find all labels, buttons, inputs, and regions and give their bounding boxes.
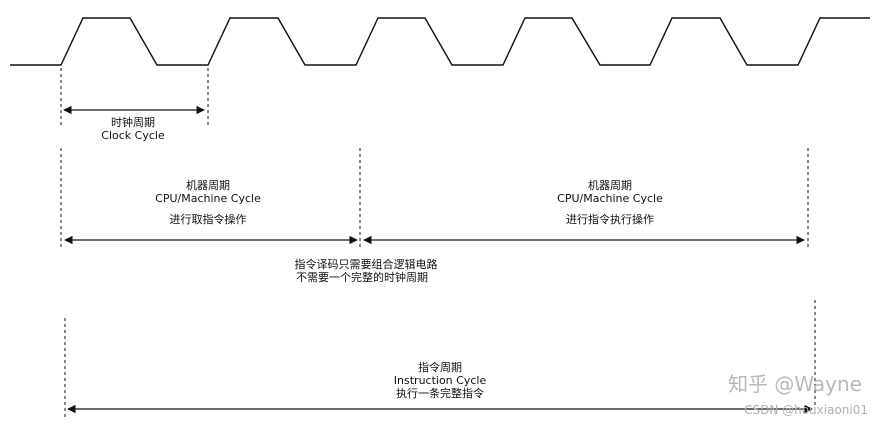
csdn-watermark: CSDN @houxiaoni01	[744, 403, 868, 417]
zhihu-watermark: 知乎 @Wayne	[728, 372, 862, 396]
machine-cycle-2-title-cn: 机器周期	[588, 178, 632, 192]
instruction-cycle-title-cn: 指令周期	[418, 360, 462, 374]
clock-waveform	[10, 17, 870, 66]
decode-note-line1: 指令译码只需要组合逻辑电路	[295, 257, 438, 271]
machine-cycle-1-action: 进行取指令操作	[170, 212, 247, 226]
machine-cycle-2-action: 进行指令执行操作	[566, 212, 654, 226]
clock-cycle-label-en: Clock Cycle	[101, 129, 165, 142]
machine-cycle-1-title-en: CPU/Machine Cycle	[155, 192, 261, 205]
instruction-cycle-title-en: Instruction Cycle	[394, 374, 487, 387]
decode-note-line2: 不需要一个完整的时钟周期	[296, 270, 428, 284]
instruction-cycle-desc: 执行一条完整指令	[396, 386, 484, 400]
machine-cycle-1-title-cn: 机器周期	[186, 178, 230, 192]
machine-cycle-2-title-en: CPU/Machine Cycle	[557, 192, 663, 205]
clock-cycle-label-cn: 时钟周期	[111, 115, 155, 129]
